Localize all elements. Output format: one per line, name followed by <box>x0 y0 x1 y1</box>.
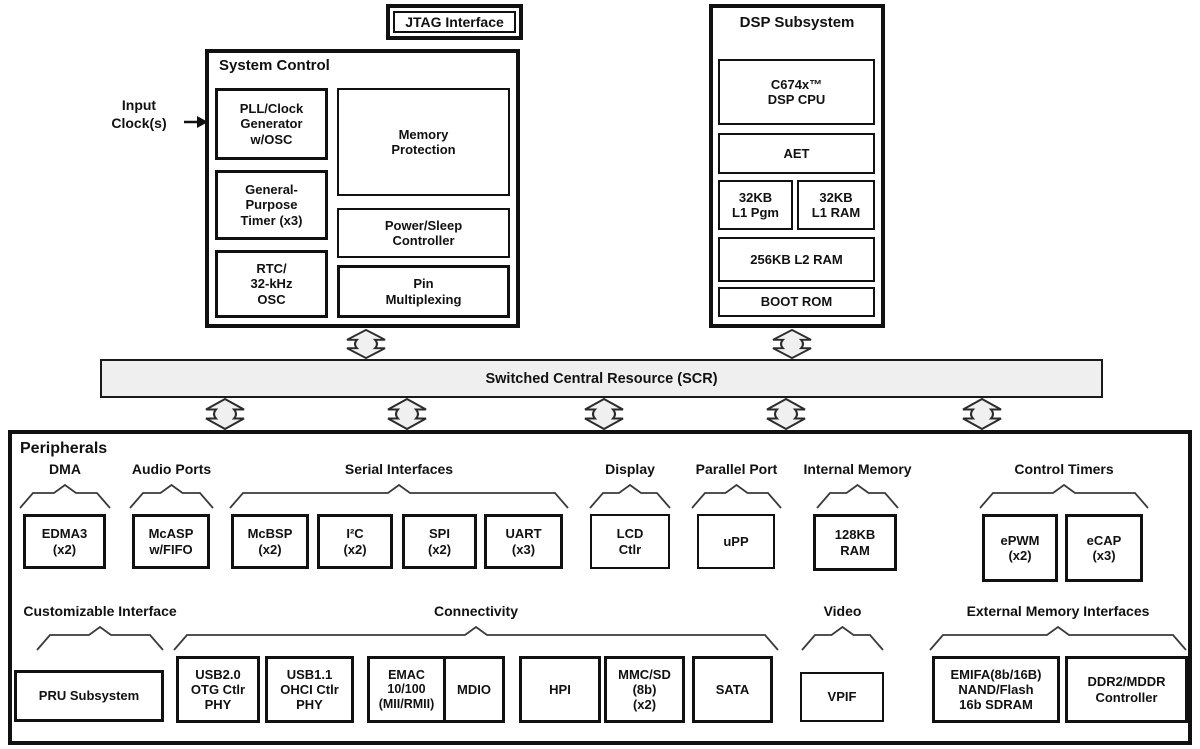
block-128kb-ram: 128KB RAM <box>813 514 897 571</box>
block-ecap: eCAP (x3) <box>1065 514 1143 582</box>
block-l1-pgm: 32KB L1 Pgm <box>718 180 793 230</box>
block-l2-ram: 256KB L2 RAM <box>718 237 875 282</box>
brace-dma <box>19 483 111 509</box>
peripherals-title: Peripherals <box>20 440 108 457</box>
system-control-title: System Control <box>219 57 330 74</box>
jtag-interface-block: JTAG Interface <box>386 4 523 40</box>
block-sata: SATA <box>692 656 773 723</box>
input-clock-arrow-icon <box>184 116 208 128</box>
group-label-display: Display <box>605 460 655 477</box>
block-spi: SPI (x2) <box>402 514 477 569</box>
block-pll-clock-generator: PLL/Clock Generator w/OSC <box>215 88 328 160</box>
brace-internal-memory <box>816 483 899 509</box>
block-aet: AET <box>718 133 875 174</box>
scr-bus-bar: Switched Central Resource (SCR) <box>100 359 1103 398</box>
block-boot-rom: BOOT ROM <box>718 287 875 317</box>
block-vpif: VPIF <box>800 672 884 722</box>
block-memory-protection: Memory Protection <box>337 88 510 196</box>
group-label-customizable-interface: Customizable Interface <box>23 602 177 619</box>
scr-label: Switched Central Resource (SCR) <box>485 370 718 387</box>
block-mcbsp: McBSP (x2) <box>231 514 309 569</box>
brace-customizable-interface <box>36 625 164 651</box>
block-uart: UART (x3) <box>484 514 563 569</box>
bus-arrow-icon <box>962 398 1002 430</box>
block-lcd-ctlr: LCD Ctlr <box>590 514 670 569</box>
block-edma3: EDMA3 (x2) <box>23 514 106 569</box>
bus-arrow-icon <box>766 398 806 430</box>
block-upp: uPP <box>697 514 775 569</box>
brace-external-memory-interfaces <box>929 625 1187 651</box>
bus-arrow-icon <box>584 398 624 430</box>
brace-connectivity <box>173 625 779 651</box>
brace-audio-ports <box>129 483 214 509</box>
brace-display <box>589 483 671 509</box>
block-i2c: I²C (x2) <box>317 514 393 569</box>
brace-parallel-port <box>691 483 782 509</box>
bus-arrow-icon <box>772 329 812 359</box>
input-clock-label: Input Clock(s) <box>111 97 167 131</box>
group-label-dma: DMA <box>49 460 81 477</box>
block-pin-multiplexing: Pin Multiplexing <box>337 265 510 318</box>
dsp-subsystem-title: DSP Subsystem <box>739 14 855 31</box>
bus-arrow-icon <box>205 398 245 430</box>
jtag-interface-label: JTAG Interface <box>393 11 516 33</box>
block-power-sleep-controller: Power/Sleep Controller <box>337 208 510 258</box>
block-rtc-osc: RTC/ 32-kHz OSC <box>215 250 328 318</box>
bus-arrow-icon <box>346 329 386 359</box>
block-hpi: HPI <box>519 656 601 723</box>
brace-video <box>801 625 884 651</box>
group-label-connectivity: Connectivity <box>433 602 518 619</box>
block-emac-mdio: EMAC 10/100 (MII/RMII) MDIO <box>367 656 505 723</box>
block-mdio: MDIO <box>457 681 491 697</box>
block-gp-timer: General- Purpose Timer (x3) <box>215 170 328 240</box>
group-label-internal-memory: Internal Memory <box>803 460 912 477</box>
dsp-subsystem-container: DSP Subsystem C674x™ DSP CPU AET 32KB L1… <box>709 4 885 328</box>
group-label-serial-interfaces: Serial Interfaces <box>344 460 454 477</box>
brace-control-timers <box>979 483 1149 509</box>
block-emac: EMAC 10/100 (MII/RMII) <box>370 659 446 720</box>
group-label-audio-ports: Audio Ports <box>131 460 212 477</box>
group-label-parallel-port: Parallel Port <box>695 460 778 477</box>
block-usb20-otg: USB2.0 OTG Ctlr PHY <box>176 656 260 723</box>
block-mcasp: McASP w/FIFO <box>132 514 210 569</box>
brace-serial-interfaces <box>229 483 569 509</box>
peripherals-container: Peripherals DMA Audio Ports Serial Inter… <box>8 430 1192 745</box>
block-ddr2-mddr: DDR2/MDDR Controller <box>1065 656 1188 723</box>
block-mmcsd: MMC/SD (8b) (x2) <box>604 656 685 723</box>
group-label-external-memory-interfaces: External Memory Interfaces <box>966 602 1150 619</box>
group-label-control-timers: Control Timers <box>1014 460 1114 477</box>
group-label-video: Video <box>823 602 862 619</box>
block-usb11-ohci: USB1.1 OHCI Ctlr PHY <box>265 656 354 723</box>
block-epwm: ePWM (x2) <box>982 514 1058 582</box>
block-l1-ram: 32KB L1 RAM <box>797 180 875 230</box>
block-pru-subsystem: PRU Subsystem <box>14 670 164 722</box>
block-dsp-cpu: C674x™ DSP CPU <box>718 59 875 125</box>
block-emifa: EMIFA(8b/16B) NAND/Flash 16b SDRAM <box>932 656 1060 723</box>
bus-arrow-icon <box>387 398 427 430</box>
system-control-container: System Control PLL/Clock Generator w/OSC… <box>205 49 520 328</box>
